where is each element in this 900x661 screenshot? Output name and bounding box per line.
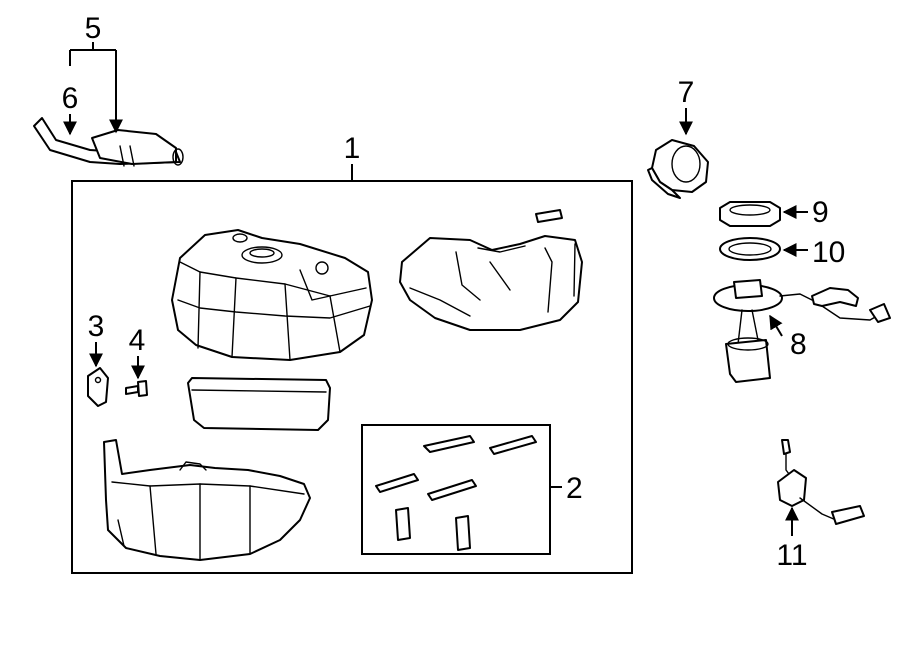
shield-clip[interactable]: [535, 209, 563, 223]
callout-10: 10: [812, 236, 845, 269]
callout-5-leaders: [69, 42, 123, 134]
strap-kit-box: [361, 424, 562, 555]
fuel-tank[interactable]: [171, 229, 373, 361]
callout-3: 3: [88, 310, 105, 343]
tank-pad[interactable]: [187, 377, 331, 431]
callout-2: 2: [566, 472, 583, 505]
callout-5: 5: [85, 12, 102, 45]
callout-7: 7: [678, 76, 695, 109]
bolt[interactable]: [125, 380, 148, 397]
callout-1: 1: [344, 132, 361, 165]
lock-ring[interactable]: [719, 201, 781, 227]
callout-4: 4: [129, 324, 146, 357]
callout-9: 9: [812, 196, 829, 229]
filler-pipe[interactable]: [33, 117, 184, 167]
fuel-cap[interactable]: [647, 139, 709, 199]
strap-kit-pads[interactable]: [375, 435, 537, 551]
fuel-tank-skid-plate[interactable]: [103, 439, 311, 561]
pump-gasket[interactable]: [719, 237, 781, 261]
callout-8: 8: [790, 328, 807, 361]
fuel-level-sender[interactable]: [777, 439, 865, 525]
callout-6: 6: [62, 82, 79, 115]
fuel-tank-shield[interactable]: [399, 235, 583, 331]
callout-8-leader: [769, 314, 783, 337]
callout-11: 11: [776, 539, 807, 572]
strap-bracket[interactable]: [87, 367, 109, 407]
fuel-tank-assembly-frame: [71, 164, 633, 574]
fuel-pump-module[interactable]: [713, 279, 891, 383]
